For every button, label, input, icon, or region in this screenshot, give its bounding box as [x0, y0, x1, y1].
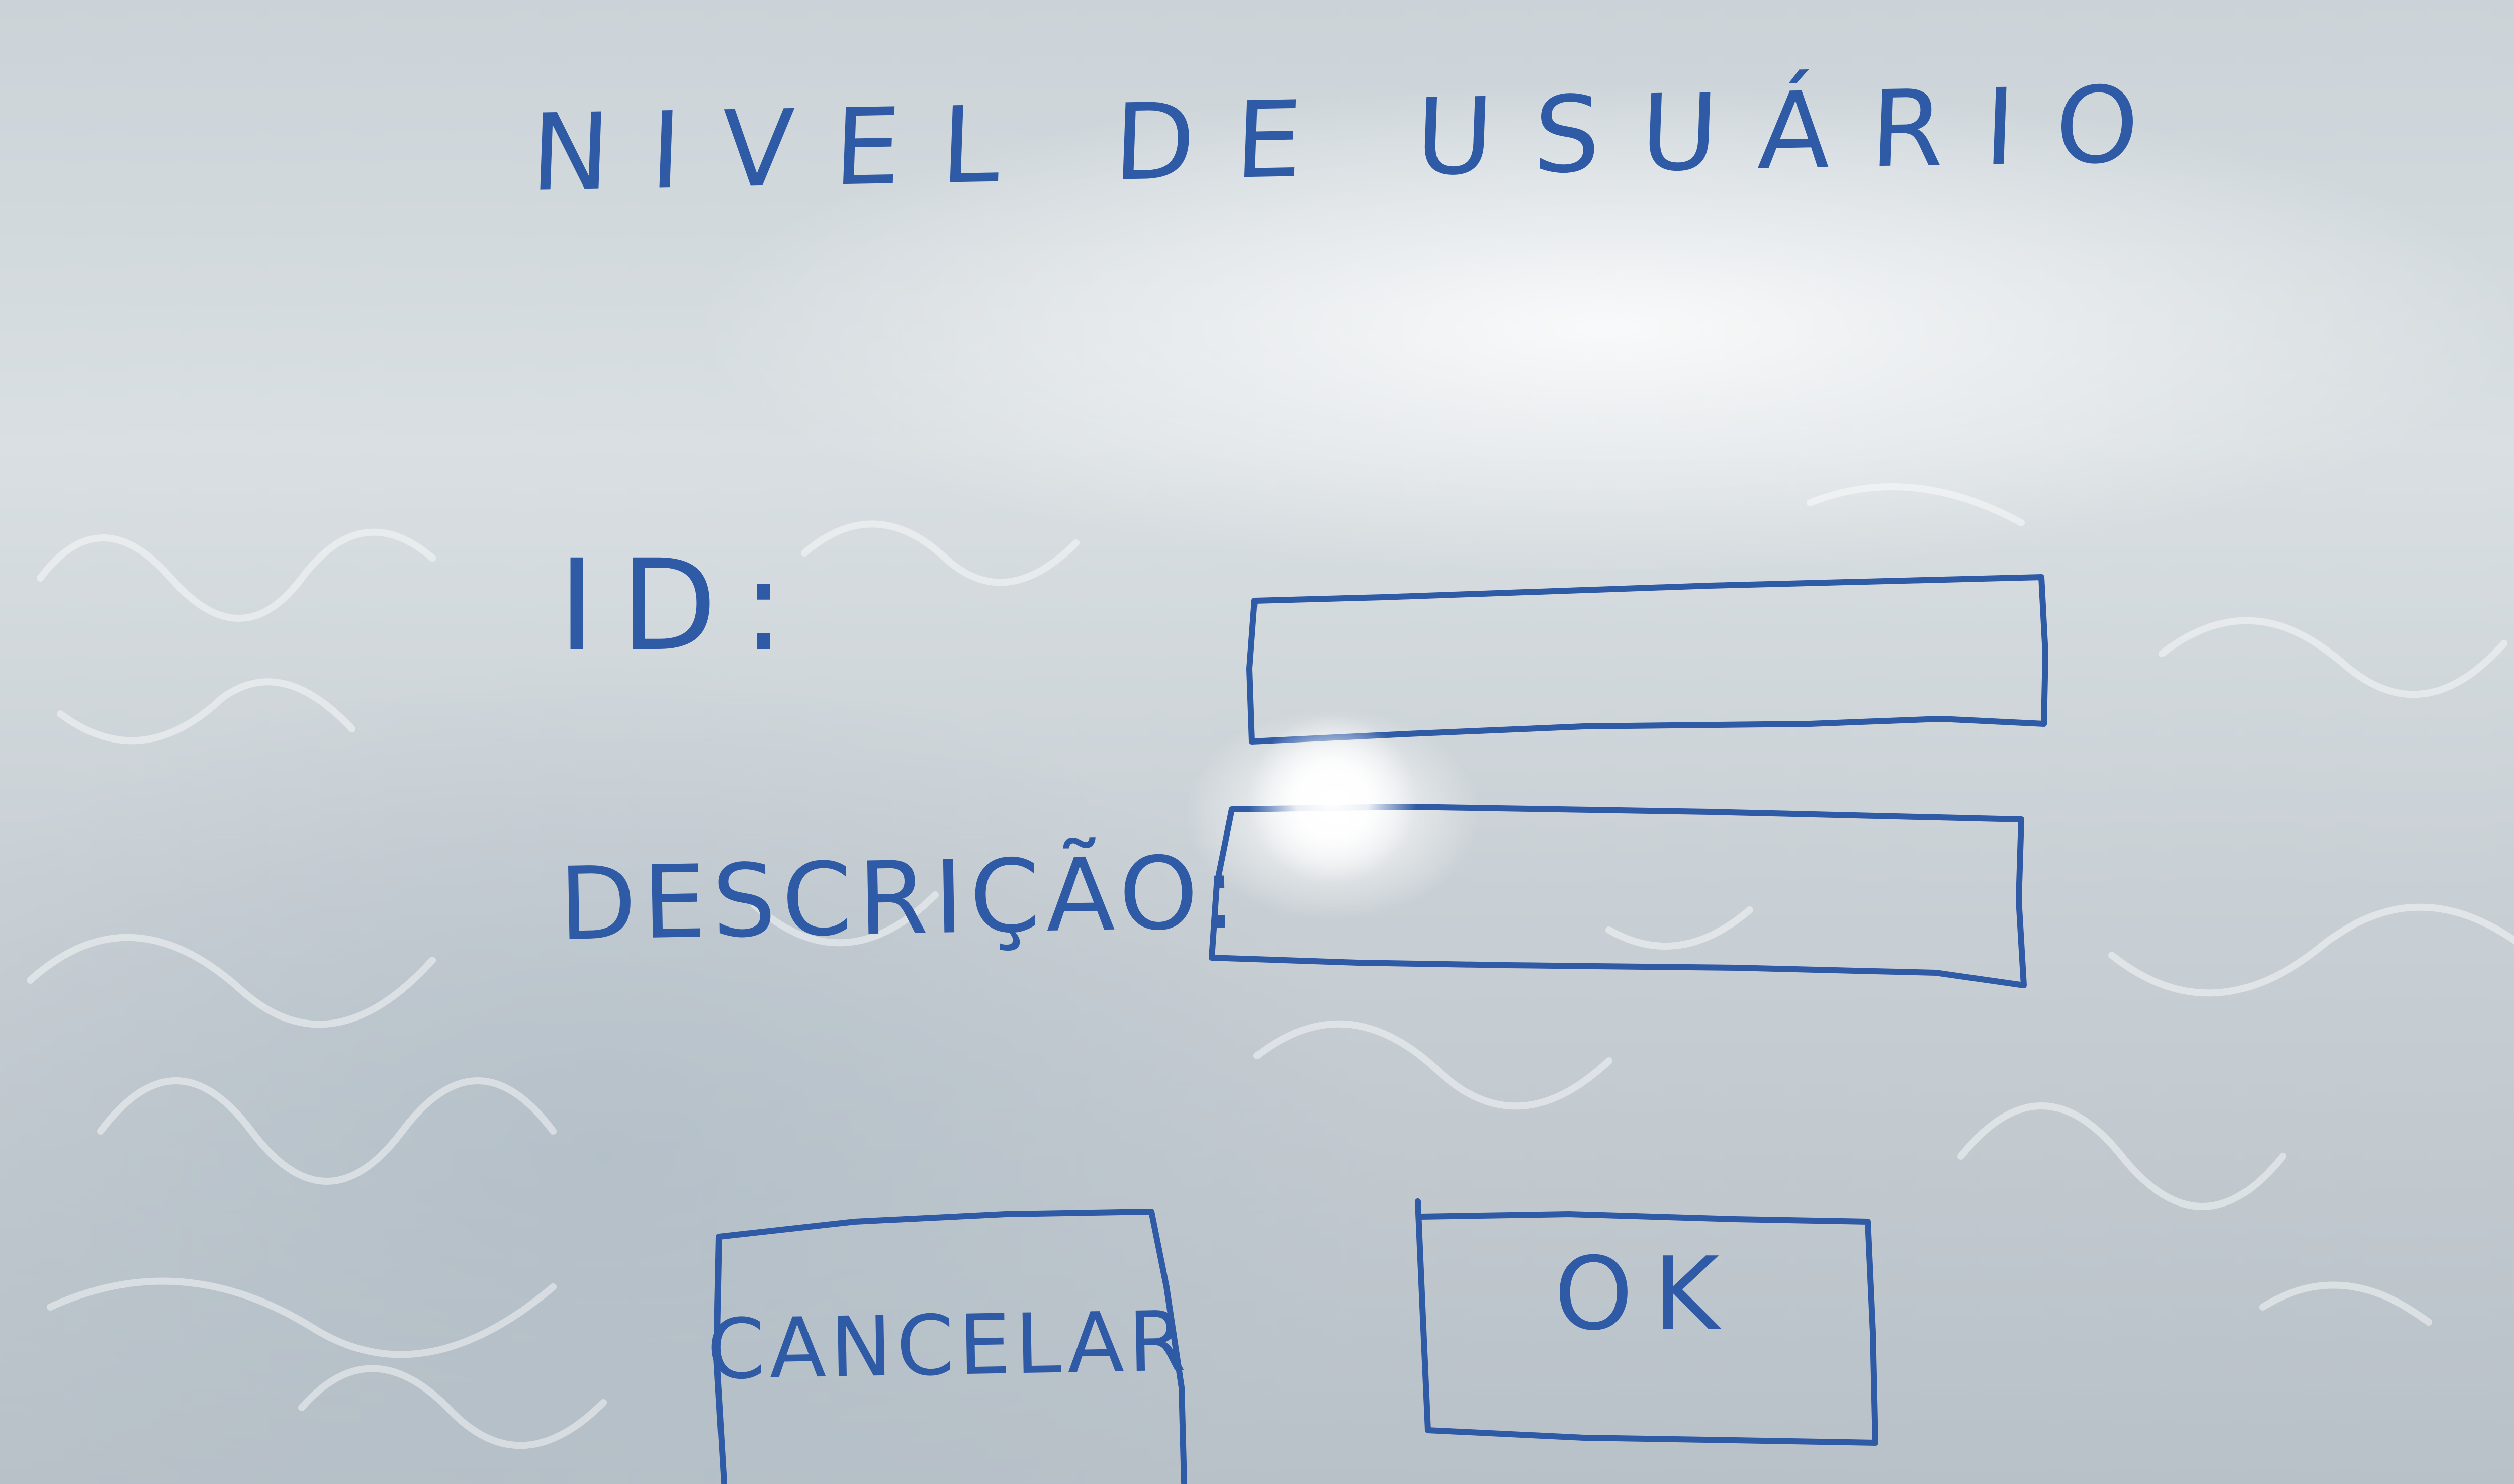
description-label: DESCRIÇÃO:	[558, 834, 1243, 963]
cancel-button-outline	[713, 1209, 1187, 1484]
ok-button[interactable]: OK	[1418, 1207, 1875, 1443]
ok-button-outline	[1415, 1198, 1878, 1446]
id-input[interactable]	[1252, 578, 2043, 725]
cancel-button-label: CANCELAR	[706, 1292, 1191, 1398]
ok-button-label: OK	[1554, 1236, 1740, 1353]
screen-title: NIVEL DE USUÁRIO	[529, 62, 2181, 215]
erased-marker-residue	[27, 483, 2514, 1449]
description-input[interactable]	[1217, 809, 2023, 976]
id-label: ID:	[558, 532, 810, 679]
cancel-button[interactable]: CANCELAR	[706, 1217, 1191, 1483]
